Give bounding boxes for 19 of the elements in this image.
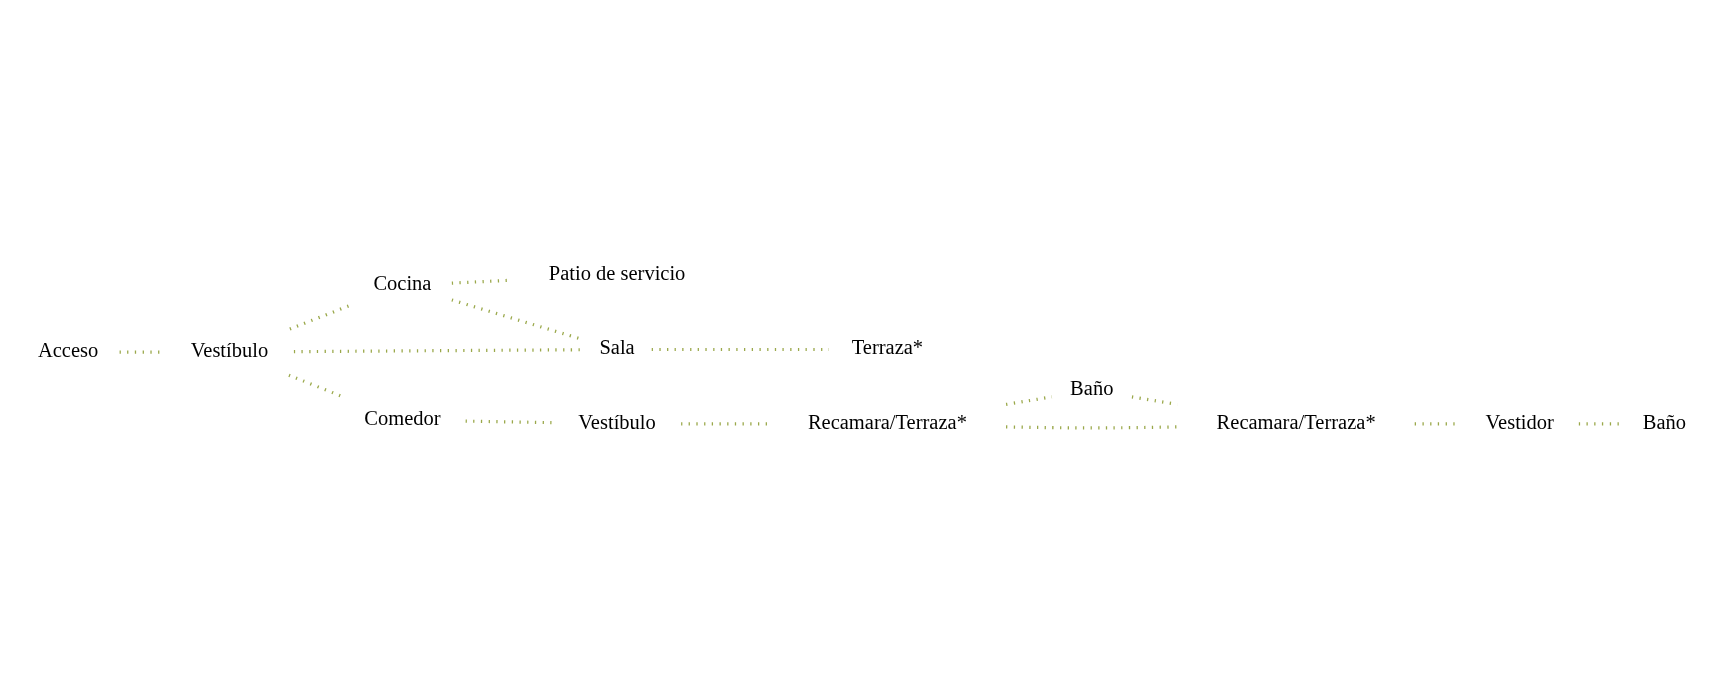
node-text: Baño (1642, 410, 1687, 433)
connector (681, 421, 769, 425)
node-text: Sala (599, 335, 635, 358)
connector (293, 347, 583, 353)
node-text: Baño (1070, 376, 1114, 399)
node-text: Terraza* (851, 335, 924, 358)
node-text: Vestíbulo (578, 410, 656, 433)
connector (288, 373, 344, 398)
node-text: Vestidor (1485, 410, 1554, 433)
connector (1006, 424, 1178, 430)
node-text: Vestíbulo (190, 338, 269, 361)
connector (1005, 394, 1053, 406)
node-text: Comedor (364, 406, 441, 429)
node-text: Acceso (37, 338, 99, 361)
node-text: Recamara/Terraza* (1216, 410, 1376, 433)
connector (465, 419, 553, 424)
node-text: Cocina (373, 271, 432, 294)
node-text: Patio de servicio (548, 261, 686, 284)
node-text: Recamara/Terraza* (807, 410, 967, 433)
